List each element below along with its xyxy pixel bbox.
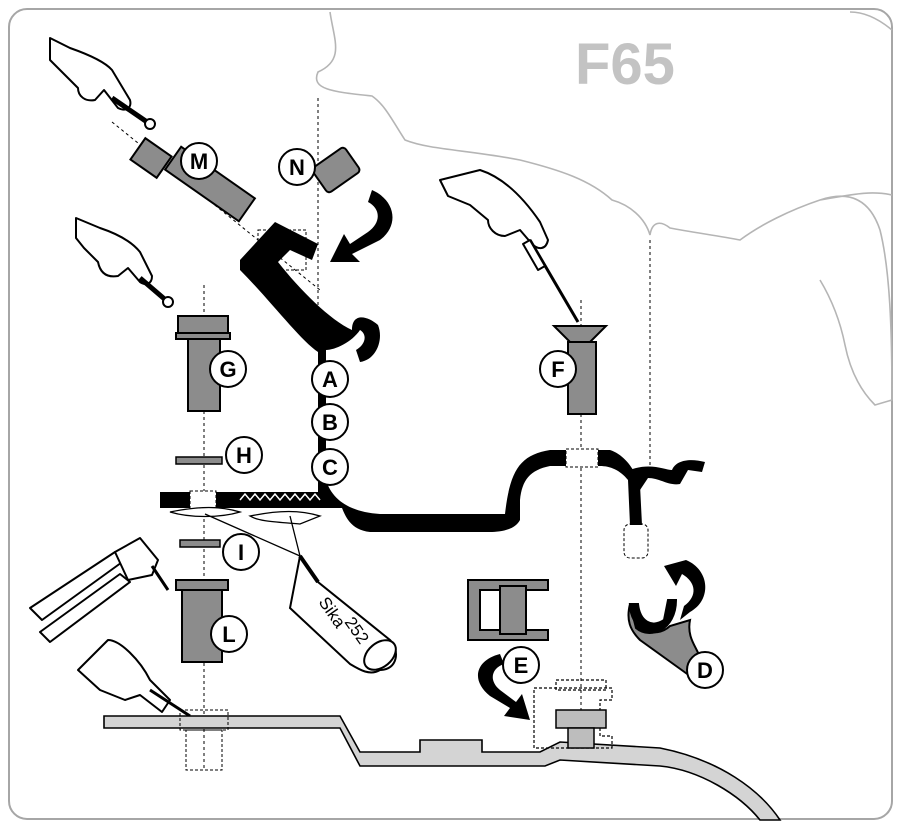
profile-hole-right: [566, 449, 598, 467]
label-n: N: [279, 149, 315, 185]
hand-wrench-icon: [50, 38, 155, 129]
label-n-text: N: [289, 155, 305, 180]
label-layer: M N G ABC H I L F E D: [181, 143, 723, 688]
label-b-text: B: [322, 410, 338, 435]
nut-n: [311, 146, 361, 194]
label-f: F: [540, 351, 576, 387]
body-panel: [104, 716, 780, 820]
label-h: H: [226, 437, 262, 473]
label-m-text: M: [190, 149, 208, 174]
label-i: I: [223, 534, 259, 570]
label-e: E: [503, 647, 539, 683]
profile-hole-left: [190, 491, 216, 509]
label-m: M: [181, 143, 217, 179]
bumper-lip: [630, 460, 705, 490]
label-f-text: F: [551, 357, 564, 382]
label-l: L: [211, 616, 247, 652]
clip-slot-dashed: [624, 524, 648, 558]
figure-code: F65: [575, 32, 675, 97]
label-g-text: G: [219, 357, 236, 382]
hand-screwdriver-icon: [440, 170, 578, 322]
frame-border: [9, 9, 892, 819]
rivet-gun-icon: [30, 538, 168, 642]
label-d: D: [687, 652, 723, 688]
washer-h: [176, 457, 222, 464]
hand-wrench-icon-g: [76, 218, 173, 307]
clip-e: [468, 580, 548, 640]
bolt-head-fitted: [556, 710, 606, 728]
label-c: C: [312, 449, 348, 485]
drill-icon: [78, 640, 190, 716]
label-a-text: A: [322, 367, 338, 392]
label-b: B: [312, 404, 348, 440]
label-h-text: H: [236, 443, 252, 468]
bolt-shaft-fitted: [568, 728, 594, 748]
label-e-text: E: [514, 653, 529, 678]
washer-i: [180, 540, 220, 547]
label-d-text: D: [697, 658, 713, 683]
label-l-text: L: [222, 622, 235, 647]
label-a: A: [312, 361, 348, 397]
label-g: G: [210, 351, 246, 387]
label-c-text: C: [322, 455, 338, 480]
rotate-arrow-n: [330, 190, 392, 262]
label-i-text: I: [238, 540, 244, 565]
